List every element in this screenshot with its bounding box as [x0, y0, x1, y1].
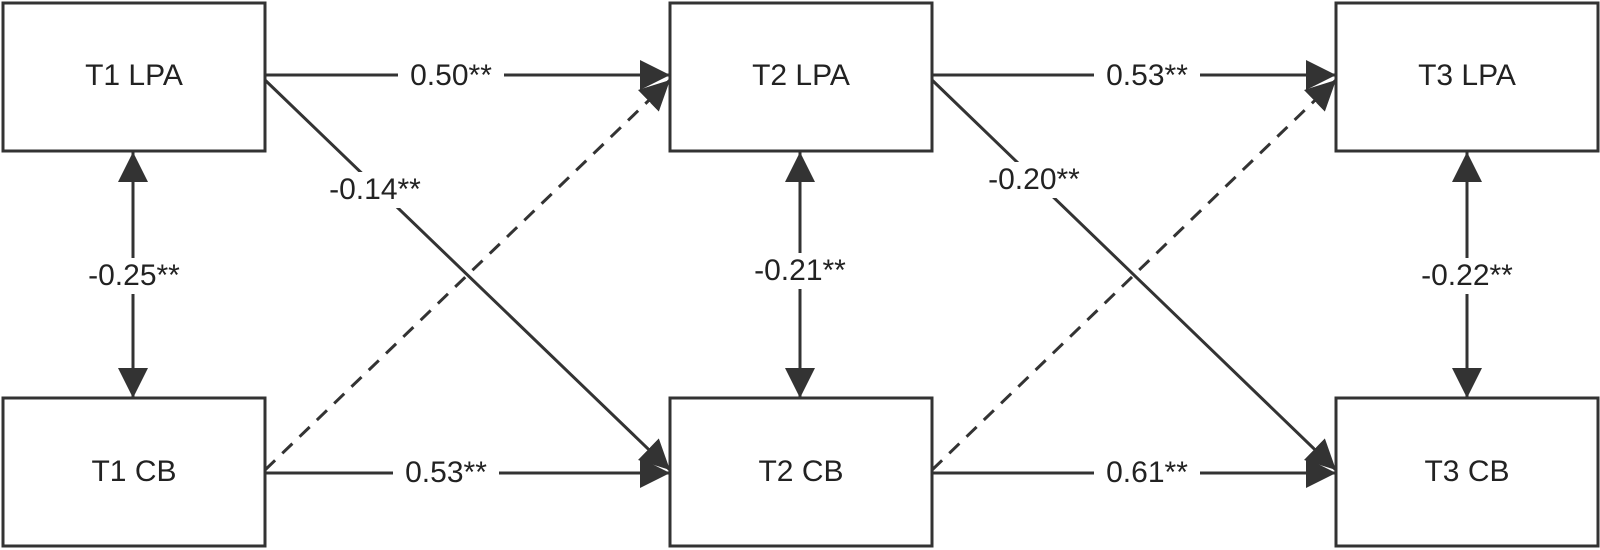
node-t3-cb: T3 CB — [1334, 396, 1600, 548]
coef-t2-correlation: -0.21** — [754, 254, 846, 287]
node-label: T3 CB — [1424, 455, 1509, 488]
node-label: T2 LPA — [752, 59, 850, 92]
coef-t1lpa-t2lpa: 0.50** — [410, 59, 492, 92]
node-label: T2 CB — [758, 455, 843, 488]
node-t2-cb: T2 CB — [668, 396, 934, 548]
node-label: T1 LPA — [85, 59, 183, 92]
edge-t1lpa-t2cb — [263, 78, 672, 472]
coef-t2cb-t3cb: 0.61** — [1106, 456, 1188, 489]
node-t3-lpa: T3 LPA — [1334, 1, 1600, 153]
coef-t1-correlation: -0.25** — [88, 259, 180, 292]
coef-t2lpa-t3cb: -0.20** — [988, 163, 1080, 196]
coef-t3-correlation: -0.22** — [1421, 259, 1513, 292]
node-t1-cb: T1 CB — [1, 396, 267, 548]
edges — [118, 60, 1482, 488]
coef-t1cb-t2cb: 0.53** — [405, 456, 487, 489]
node-label: T1 CB — [91, 455, 176, 488]
node-t2-lpa: T2 LPA — [668, 1, 934, 153]
edge-labels: 0.50** 0.53** 0.53** 0.61** -0.14** -0.2… — [74, 58, 1527, 491]
edge-t2lpa-t3cb — [930, 78, 1338, 472]
edge-t1cb-t2lpa — [263, 78, 672, 472]
edge-t2cb-t3lpa — [930, 78, 1338, 472]
node-t1-lpa: T1 LPA — [1, 1, 267, 153]
coef-t2lpa-t3lpa: 0.53** — [1106, 59, 1188, 92]
coef-t1lpa-t2cb: -0.14** — [329, 173, 421, 206]
node-label: T3 LPA — [1418, 59, 1516, 92]
